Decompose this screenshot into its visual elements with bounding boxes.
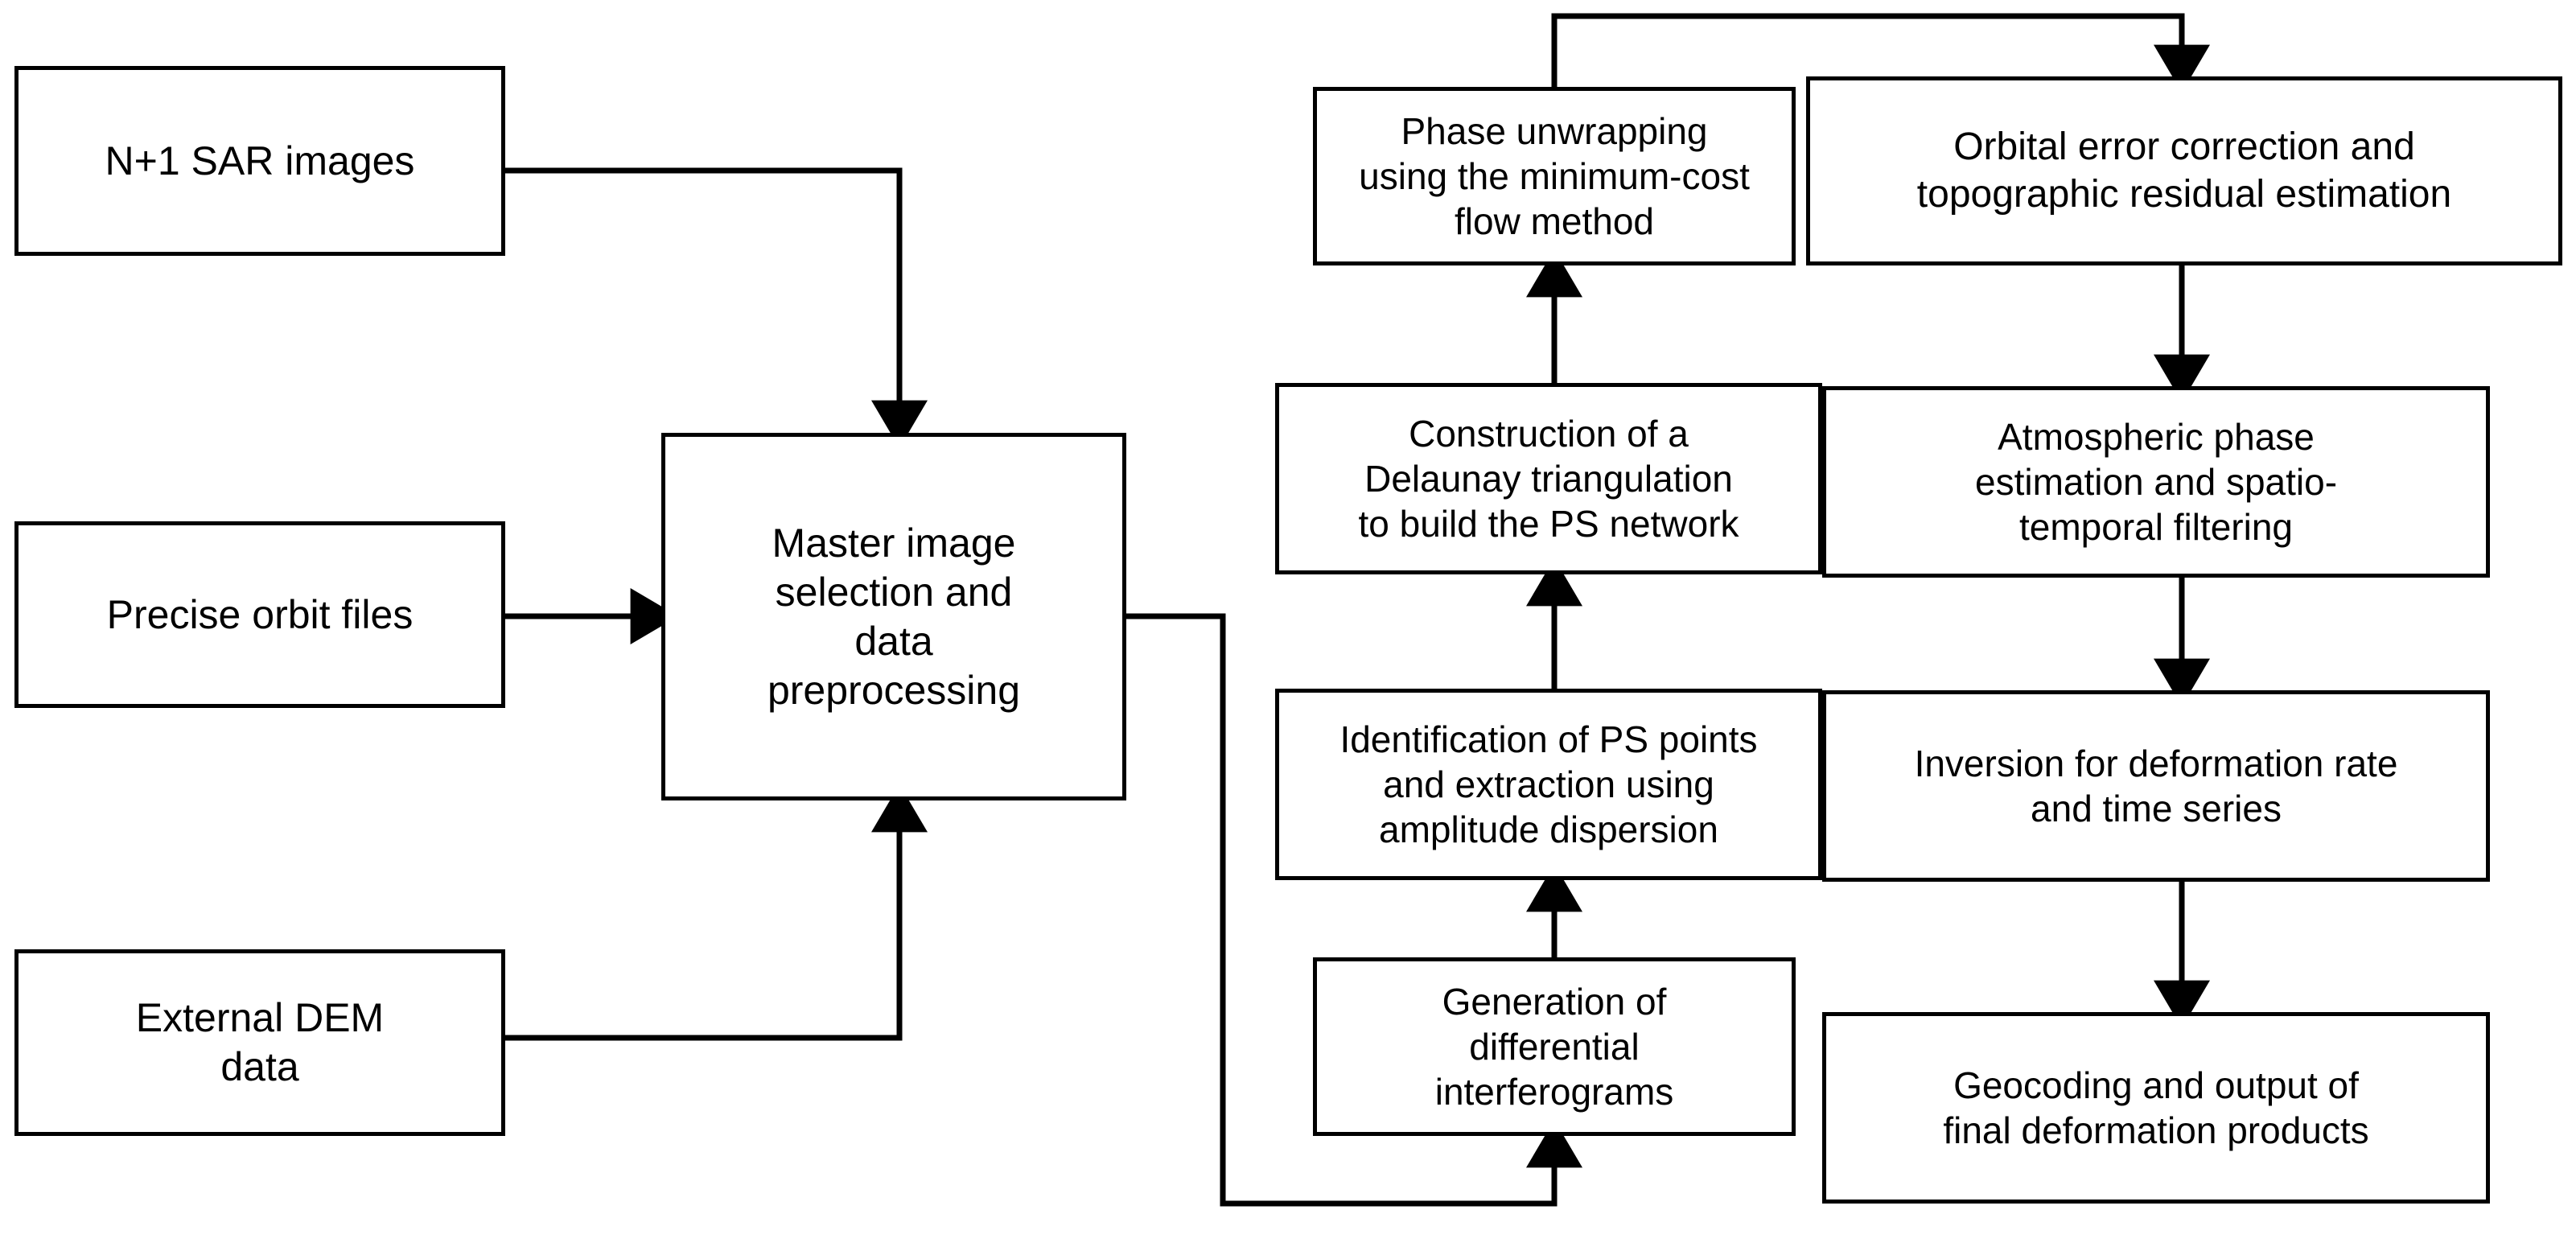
node-precise-orbit-files-label: Precise orbit files — [106, 591, 414, 637]
node-delaunay-triangulation-label: Construction of a Delaunay triangulation… — [1358, 412, 1739, 545]
node-ps-point-identification-label: Identification of PS points and extracti… — [1339, 718, 1758, 851]
node-orbital-error-correction[interactable]: Orbital error correction and topographic… — [1806, 76, 2562, 265]
node-precise-orbit-files[interactable]: Precise orbit files — [14, 521, 505, 708]
node-ps-point-identification[interactable]: Identification of PS points and extracti… — [1275, 689, 1822, 880]
node-sar-label: N+1 SAR images — [105, 138, 415, 183]
edge-master-to-interf — [1126, 613, 1582, 1207]
node-orbital-error-correction-label: Orbital error correction and topographic… — [1916, 125, 2452, 216]
node-atmospheric-phase-estimation[interactable]: Atmospheric phase estimation and spatio-… — [1822, 386, 2490, 578]
edge-dem-to-master — [505, 784, 928, 1041]
node-master-image-preprocessing[interactable]: Master image selection and data preproce… — [661, 433, 1126, 800]
node-inversion-deformation-rate[interactable]: Inversion for deformation rate and time … — [1822, 690, 2490, 882]
node-phase-unwrapping[interactable]: Phase unwrapping using the minimum-cost … — [1313, 87, 1796, 265]
node-inversion-deformation-rate-label: Inversion for deformation rate and time … — [1914, 742, 2398, 829]
node-geocoding-output[interactable]: Geocoding and output of final deformatio… — [1822, 1012, 2490, 1204]
node-atmospheric-phase-estimation-label: Atmospheric phase estimation and spatio-… — [1974, 415, 2338, 549]
node-sar[interactable]: N+1 SAR images — [14, 66, 505, 256]
node-differential-interferograms[interactable]: Generation of differential interferogram… — [1313, 957, 1796, 1136]
node-geocoding-output-label: Geocoding and output of final deformatio… — [1943, 1064, 2369, 1151]
node-phase-unwrapping-label: Phase unwrapping using the minimum-cost … — [1359, 109, 1750, 243]
node-external-dem-data[interactable]: External DEM data — [14, 949, 505, 1136]
node-delaunay-triangulation[interactable]: Construction of a Delaunay triangulation… — [1275, 383, 1822, 574]
node-differential-interferograms-label: Generation of differential interferogram… — [1434, 980, 1674, 1113]
node-master-image-preprocessing-label: Master image selection and data preproce… — [767, 520, 1021, 713]
edge-unwrap-to-orbital — [1551, 13, 2210, 93]
node-external-dem-data-label: External DEM data — [135, 995, 385, 1089]
edge-sar-to-master — [505, 167, 928, 449]
